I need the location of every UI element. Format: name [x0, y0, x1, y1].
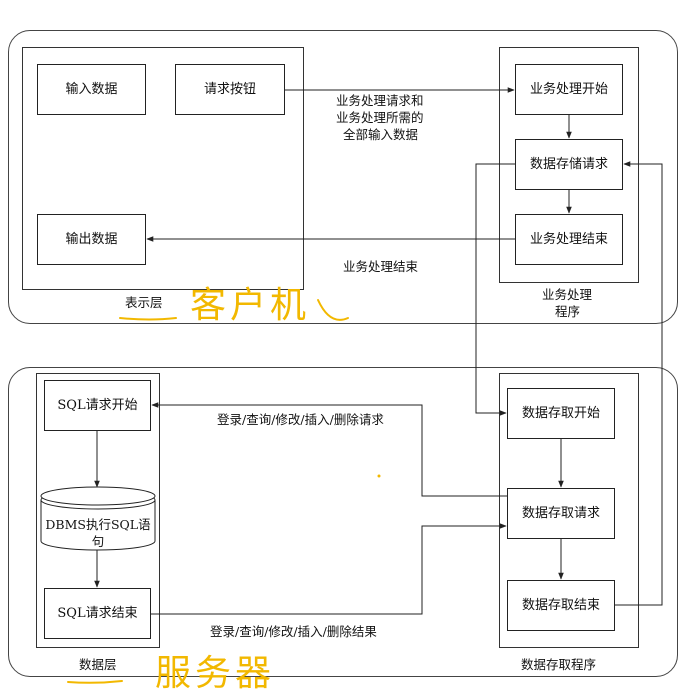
dbms-label-2: 句: [91, 534, 105, 549]
presentation-layer-title: 表示层: [125, 295, 163, 310]
server-request-label: 登录/查询/修改/插入/删除请求: [217, 412, 384, 427]
request-label-2: 业务处理所需的: [336, 110, 424, 125]
request-label-1: 业务处理请求和: [336, 93, 424, 108]
data-access-start-box: 数据存取开始: [507, 388, 615, 439]
request-label-3: 全部输入数据: [343, 127, 419, 142]
server-underline-stroke: [67, 680, 123, 684]
input-data-box: 输入数据: [37, 64, 146, 115]
business-end-box: 业务处理结束: [515, 214, 623, 265]
data-access-request-box: 数据存取请求: [507, 488, 615, 539]
data-access-end-box: 数据存取结束: [507, 580, 615, 631]
data-access-program-title: 数据存取程序: [521, 657, 597, 672]
dbms-label-1: DBMS执行SQL语: [45, 517, 151, 532]
server-result-label: 登录/查询/修改/插入/删除结果: [210, 624, 377, 639]
sql-request-end-box: SQL请求结束: [44, 588, 151, 639]
business-program-title-1: 业务处理: [542, 287, 593, 302]
business-program-title-2: 程序: [555, 304, 581, 319]
handwritten-server-label: 服务器: [155, 653, 276, 694]
request-button-box[interactable]: 请求按钮: [175, 64, 285, 115]
sql-request-start-box: SQL请求开始: [44, 380, 151, 431]
output-data-box: 输出数据: [37, 214, 146, 265]
business-end-label: 业务处理结束: [343, 259, 419, 274]
handwritten-client-label: 客户机: [190, 285, 311, 326]
business-start-box: 业务处理开始: [515, 64, 623, 115]
data-layer-title: 数据层: [79, 657, 117, 672]
data-storage-request-box: 数据存储请求: [515, 139, 623, 190]
